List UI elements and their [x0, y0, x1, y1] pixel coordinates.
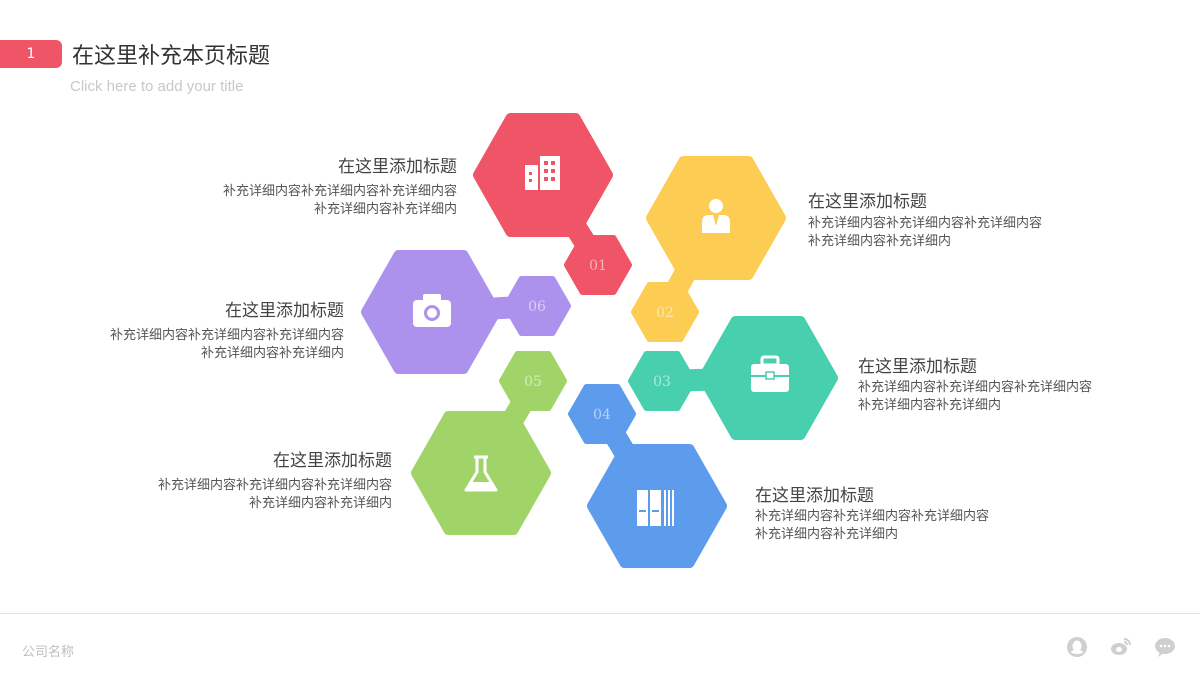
item-04-title[interactable]: 在这里添加标题 [755, 486, 874, 506]
item-06-desc-line1: 补充详细内容补充详细内容补充详细内容 [109, 328, 344, 343]
item-06-title[interactable]: 在这里添加标题 [225, 301, 344, 321]
item-05-desc-line2: 补充详细内容补充详细内 [248, 496, 392, 511]
item-02-desc-line2: 补充详细内容补充详细内 [808, 234, 952, 249]
hex-number-04: 04 [593, 407, 611, 423]
camera-icon [413, 294, 451, 327]
item-01-desc-line2: 补充详细内容补充详细内 [313, 202, 457, 217]
page-subtitle[interactable]: Click here to add your title [70, 78, 244, 95]
hex-number-03: 03 [653, 374, 671, 390]
company-name: 公司名称 [22, 645, 75, 660]
qq-icon[interactable] [1066, 636, 1088, 658]
hex-small-02 [631, 282, 699, 342]
item-05-desc-line1: 补充详细内容补充详细内容补充详细内容 [157, 478, 392, 493]
building-icon [525, 156, 560, 190]
item-04-desc-line1: 补充详细内容补充详细内容补充详细内容 [755, 509, 990, 524]
flask-icon [464, 455, 498, 492]
hex-small-04 [568, 384, 636, 444]
item-04-desc-line2: 补充详细内容补充详细内 [755, 527, 899, 542]
item-02-title[interactable]: 在这里添加标题 [808, 192, 927, 212]
wechat-icon[interactable] [1154, 636, 1176, 658]
footer-divider [0, 613, 1200, 614]
item-03-desc-line2: 补充详细内容补充详细内 [858, 398, 1002, 413]
hex-number-02: 02 [656, 305, 674, 321]
hex-large-05 [411, 411, 551, 535]
hex-small-06 [503, 276, 571, 336]
weibo-icon[interactable] [1110, 636, 1132, 658]
books-icon [637, 490, 674, 526]
hex-small-05 [499, 351, 567, 411]
page-number-badge: 1 [0, 40, 62, 68]
item-06-desc-line2: 补充详细内容补充详细内 [200, 346, 344, 361]
hex-number-06: 06 [528, 299, 546, 315]
briefcase-icon [751, 355, 789, 392]
item-01-desc-line1: 补充详细内容补充详细内容补充详细内容 [222, 184, 457, 199]
hex-number-01: 01 [589, 258, 607, 274]
person-icon [702, 199, 730, 233]
item-03-desc-line1: 补充详细内容补充详细内容补充详细内容 [858, 380, 1093, 395]
hex-small-03 [628, 351, 696, 411]
hex-small-01 [564, 235, 632, 295]
page-title[interactable]: 在这里补充本页标题 [72, 44, 271, 69]
item-02-desc-line1: 补充详细内容补充详细内容补充详细内容 [808, 216, 1043, 231]
item-05-title[interactable]: 在这里添加标题 [273, 451, 392, 471]
hex-number-05: 05 [524, 374, 542, 390]
item-03-title[interactable]: 在这里添加标题 [858, 357, 977, 377]
item-01-title[interactable]: 在这里添加标题 [338, 157, 457, 177]
